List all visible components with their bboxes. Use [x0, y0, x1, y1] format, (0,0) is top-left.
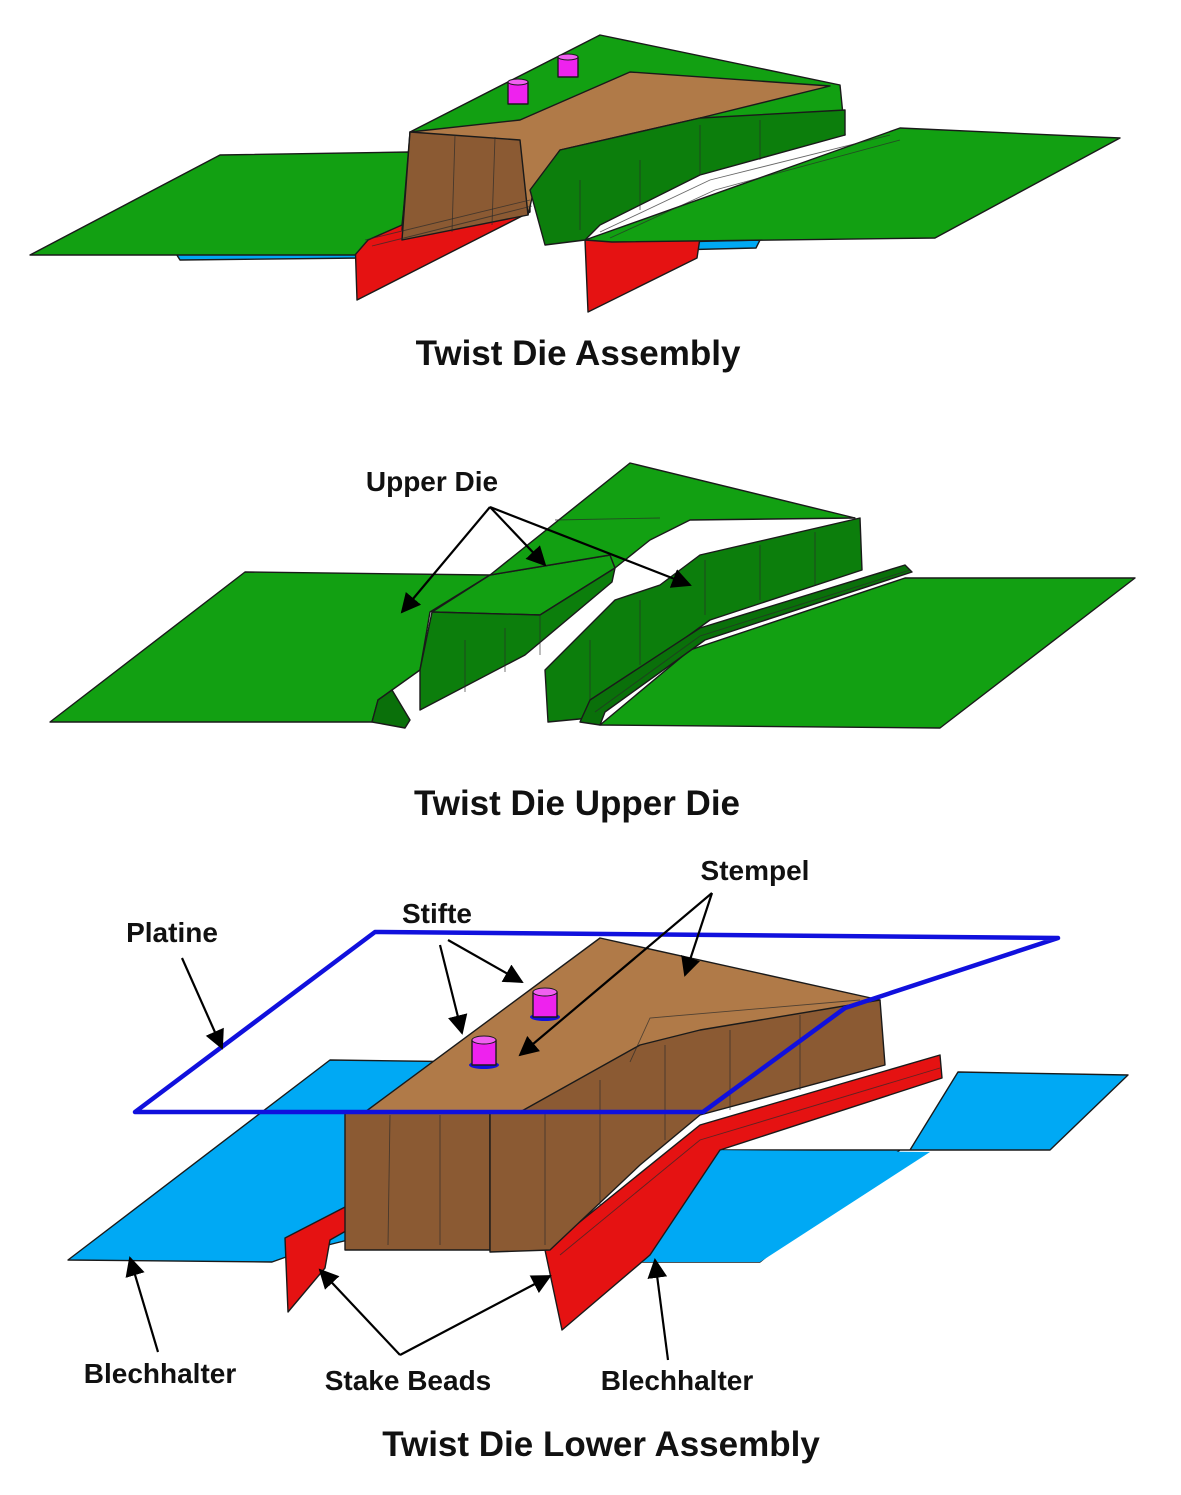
upper-die-right-flange-2: [599, 577, 1136, 729]
label-stake-beads: Stake Beads: [325, 1365, 492, 1396]
upper-die-figure: [49, 462, 1136, 729]
upper-die-arrows: [400, 505, 692, 614]
stift-pin-lower-1: [469, 1035, 499, 1069]
stake-bead-right: [584, 237, 701, 313]
upper-die-right-flange: [584, 127, 1121, 243]
upper-die-right-wall: [529, 109, 846, 246]
caption-upper-die: Twist Die Upper Die: [414, 784, 740, 823]
stift-pin-2: [557, 53, 579, 78]
upper-die-left-wall: [419, 567, 616, 711]
label-stifte: Stifte: [402, 898, 472, 929]
caption-assembly: Twist Die Assembly: [416, 334, 741, 373]
stempel-right-wall: [489, 999, 886, 1253]
label-upper-die: Upper Die: [366, 466, 498, 497]
upper-die-left-flange: [29, 151, 411, 256]
stift-pin-lower-2: [530, 987, 560, 1021]
assembly-figure: [29, 34, 1121, 313]
lower-assembly-figure: [67, 929, 1129, 1331]
upper-die-right-wall-2: [544, 517, 863, 723]
stempel-left-wall: [344, 1111, 491, 1251]
upper-die-left-groove: [371, 689, 411, 729]
stift-pin-1: [507, 78, 529, 105]
label-platine: Platine: [126, 917, 218, 948]
lower-arrows: [125, 892, 714, 1361]
caption-lower-assembly: Twist Die Lower Assembly: [382, 1425, 820, 1464]
label-stempel: Stempel: [701, 855, 810, 886]
platine-outline: [132, 929, 1061, 1115]
label-blechhalter-left: Blechhalter: [84, 1358, 237, 1389]
upper-die-right-groove: [579, 564, 913, 726]
stake-bead-right-2: [544, 1054, 943, 1331]
label-blechhalter-right: Blechhalter: [601, 1365, 754, 1396]
stempel-front-wall: [401, 131, 529, 241]
upper-die-top-plate-2: [489, 462, 856, 576]
